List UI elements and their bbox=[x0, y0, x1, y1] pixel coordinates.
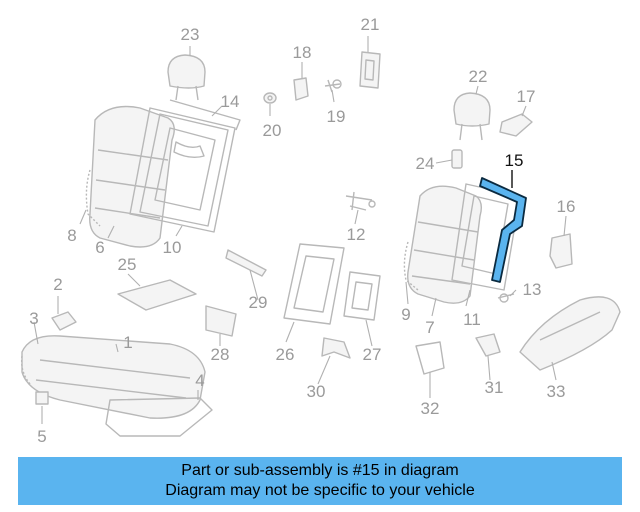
callout-33: 33 bbox=[547, 382, 566, 401]
callout-7: 7 bbox=[425, 318, 434, 337]
callout-6: 6 bbox=[95, 238, 104, 257]
part-29-strip bbox=[225, 249, 267, 277]
caption-banner: Part or sub-assembly is #15 in diagram D… bbox=[18, 457, 622, 505]
callout-27: 27 bbox=[363, 345, 382, 364]
callout-2: 2 bbox=[53, 275, 62, 294]
callout-30: 30 bbox=[307, 382, 326, 401]
callout-10: 10 bbox=[163, 238, 182, 257]
part-27-bracket bbox=[343, 271, 381, 321]
part-2-clip bbox=[51, 311, 77, 331]
callout-14: 14 bbox=[221, 92, 240, 111]
part-12-bolt-set bbox=[345, 191, 376, 211]
callout-12: 12 bbox=[347, 225, 366, 244]
part-5-clip bbox=[35, 391, 49, 405]
part-7-seat-back-cushion-right bbox=[403, 185, 483, 304]
callout-19: 19 bbox=[327, 107, 346, 126]
part-6-seat-back-cushion bbox=[85, 105, 175, 248]
callout-31: 31 bbox=[485, 378, 504, 397]
part-20-nut bbox=[263, 92, 277, 104]
callout-3: 3 bbox=[29, 309, 38, 328]
part-10-seat-back-frame bbox=[129, 99, 241, 233]
part-21-guide bbox=[359, 51, 381, 89]
part-24-guide-sleeve bbox=[451, 149, 463, 169]
part-18-bracket bbox=[293, 77, 309, 101]
callout-24: 24 bbox=[416, 154, 435, 173]
callout-28: 28 bbox=[211, 345, 230, 364]
part-23-headrest-left bbox=[167, 54, 206, 101]
leader-lines bbox=[33, 36, 567, 424]
caption-line-2: Diagram may not be specific to your vehi… bbox=[165, 482, 475, 499]
callout-5: 5 bbox=[37, 427, 46, 446]
part-32-bracket bbox=[415, 341, 445, 375]
part-30-hook bbox=[321, 337, 351, 359]
part-16-latch-cover bbox=[549, 233, 573, 269]
callout-21: 21 bbox=[361, 15, 380, 34]
callout-4: 4 bbox=[195, 371, 204, 390]
callout-8: 8 bbox=[67, 226, 76, 245]
callout-labels: 1 2 3 4 5 6 7 8 9 10 11 12 13 14 15 16 1… bbox=[29, 15, 575, 446]
part-15-highlighted bbox=[479, 177, 527, 283]
part-13-bolt bbox=[497, 293, 515, 303]
callout-18: 18 bbox=[293, 43, 312, 62]
parts-diagram: 1 2 3 4 5 6 7 8 9 10 11 12 13 14 15 16 1… bbox=[20, 15, 621, 446]
part-28-trim bbox=[205, 305, 237, 337]
caption-line-1: Part or sub-assembly is #15 in diagram bbox=[181, 462, 459, 479]
part-26-frame-insert bbox=[283, 243, 345, 325]
part-31-hinge bbox=[475, 333, 501, 357]
callout-13: 13 bbox=[523, 280, 542, 299]
part-17-cover bbox=[499, 113, 533, 137]
part-25-pad bbox=[117, 279, 197, 311]
callout-25: 25 bbox=[118, 255, 137, 274]
part-33-armrest bbox=[519, 296, 621, 371]
callout-15: 15 bbox=[505, 151, 524, 170]
callout-16: 16 bbox=[557, 197, 576, 216]
callout-32: 32 bbox=[421, 399, 440, 418]
callout-22: 22 bbox=[469, 67, 488, 86]
callout-20: 20 bbox=[263, 121, 282, 140]
callout-1: 1 bbox=[123, 333, 132, 352]
callout-17: 17 bbox=[517, 87, 536, 106]
callout-11: 11 bbox=[463, 310, 481, 329]
part-19-bolt bbox=[324, 79, 342, 93]
callout-29: 29 bbox=[249, 293, 268, 312]
callout-9: 9 bbox=[401, 305, 410, 324]
part-22-headrest-right bbox=[453, 92, 491, 141]
callout-26: 26 bbox=[276, 345, 295, 364]
part-1-seat-cushion bbox=[20, 335, 206, 419]
part-4-cushion-frame bbox=[105, 397, 213, 437]
callout-23: 23 bbox=[181, 25, 200, 44]
